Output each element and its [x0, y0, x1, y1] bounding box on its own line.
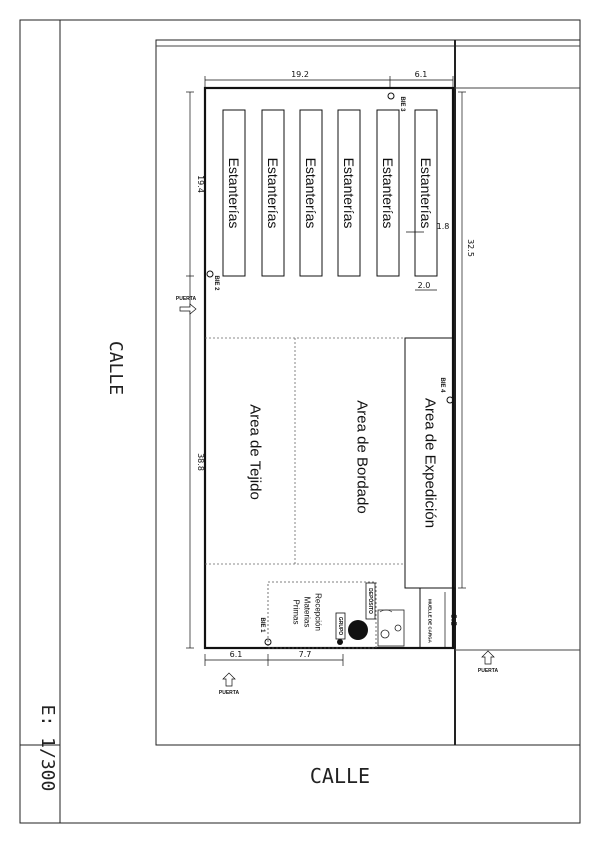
pump-symbol	[337, 639, 343, 645]
door-right-label: PUERTA	[478, 668, 499, 674]
bie-4-symbol	[446, 396, 454, 404]
toilet-block	[377, 609, 405, 647]
shelf-4-label: Estanterías	[341, 158, 357, 229]
bie-3-label: BIE 3	[399, 96, 405, 112]
bie-3-symbol	[387, 92, 395, 100]
bie-4-label: BIE 4	[439, 377, 445, 393]
bie-2-label: BIE 2	[213, 275, 219, 291]
street-bottom-label: CALLE	[310, 764, 370, 788]
dim-left-upper: 19.4	[196, 175, 205, 193]
shelf-3-label: Estanterías	[303, 158, 319, 229]
dimension-lines	[186, 76, 466, 666]
reception-line-3: Primas	[292, 600, 301, 625]
dim-top-short: 6.1	[415, 70, 428, 79]
dim-shelf-width: 2.0	[418, 281, 431, 290]
plot-boundary	[155, 39, 581, 746]
loading-dock-label: MUELLE DE CARGA	[428, 599, 433, 644]
shelves: Estanterías Estanterías Estanterías Esta…	[222, 109, 438, 277]
street-left-label: CALLE	[105, 341, 126, 395]
shelf-5	[376, 109, 400, 277]
dim-bottom-short: 6.1	[230, 650, 243, 659]
sink-fixture	[394, 624, 402, 632]
shelf-1	[222, 109, 246, 277]
deposit-box	[365, 582, 376, 620]
area-tejido-label: Area de Tejido	[247, 404, 264, 500]
bie-1-symbol	[264, 638, 272, 646]
dim-dock: 6.3	[449, 614, 458, 627]
shelf-2	[261, 109, 285, 277]
reception-line-1: Recepción	[314, 593, 323, 631]
bie-1-label: BIE 1	[259, 617, 265, 633]
shelf-4	[337, 109, 361, 277]
dim-left-lower: 38.8	[196, 453, 205, 471]
tank-symbol	[348, 620, 368, 640]
shelf-6-label: Estanterías	[418, 158, 434, 229]
pump-group-box	[335, 612, 346, 640]
door-left-label: PUERTA	[176, 296, 197, 302]
dim-right-long: 32.5	[466, 239, 475, 257]
shelf-3	[299, 109, 323, 277]
area-expedicion-label: Area de Expedición	[422, 398, 439, 528]
shelf-2-label: Estanterías	[265, 158, 281, 229]
shelf-1-label: Estanterías	[226, 158, 242, 229]
dim-bottom-long: 7.7	[299, 650, 312, 659]
reception-zone	[267, 581, 377, 649]
door-left-arrow-icon	[179, 303, 197, 315]
door-bottom-arrow-icon	[222, 672, 236, 687]
dim-shelf-gap: 1.8	[437, 222, 450, 231]
dim-top-long: 19.2	[291, 70, 309, 79]
scale-label: E: 1/300	[37, 705, 58, 792]
door-bottom-label: PUERTA	[219, 690, 240, 696]
shelf-5-label: Estanterías	[380, 158, 396, 229]
deposit-label: DEPÓSITO	[367, 588, 375, 614]
pump-group-label: GRUPO	[337, 617, 343, 635]
door-right-arrow-icon	[481, 650, 495, 665]
loading-dock	[419, 587, 456, 649]
shelf-6	[414, 109, 438, 277]
area-bordado-label: Area de Bordado	[354, 400, 371, 513]
toilet-fixture	[380, 629, 390, 639]
reception-line-2: Materias	[303, 597, 312, 628]
bie-2-symbol	[206, 270, 214, 278]
